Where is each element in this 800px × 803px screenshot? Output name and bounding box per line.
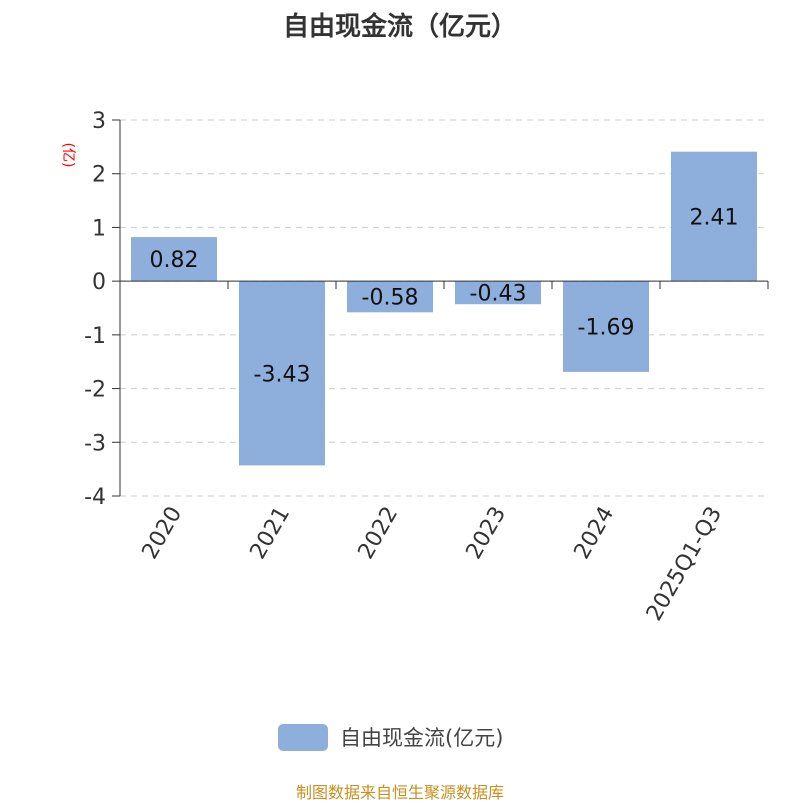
bar xyxy=(239,281,325,466)
x-tick-label: 2021 xyxy=(246,503,296,564)
x-tick-label: 2020 xyxy=(138,503,188,564)
y-tick-label: -4 xyxy=(84,485,106,510)
y-axis-label: (亿) xyxy=(60,143,76,168)
data-label: 2.41 xyxy=(690,205,739,230)
legend-swatch xyxy=(278,723,328,751)
data-source: 制图数据来自恒生聚源数据库 xyxy=(295,783,504,802)
y-tick-label: 0 xyxy=(92,270,106,295)
y-tick-label: -2 xyxy=(84,378,106,403)
x-tick-label: 2022 xyxy=(354,503,404,564)
chart-title: 自由现金流（亿元） xyxy=(282,12,517,42)
y-tick-label: 1 xyxy=(92,216,106,241)
bar xyxy=(131,237,217,282)
data-label: -3.43 xyxy=(254,362,311,387)
y-tick-label: 3 xyxy=(92,109,106,134)
y-tick-label: -1 xyxy=(84,324,106,349)
legend[interactable]: 自由现金流(亿元) xyxy=(278,722,503,752)
data-label: -0.43 xyxy=(470,282,527,307)
y-tick-label: -3 xyxy=(84,431,106,456)
y-tick-label: 2 xyxy=(92,163,106,188)
legend-label: 自由现金流(亿元) xyxy=(340,726,504,750)
bar xyxy=(563,281,649,372)
data-label: 0.82 xyxy=(150,248,199,273)
data-label: -1.69 xyxy=(578,316,635,341)
bar xyxy=(347,281,433,313)
bar xyxy=(455,281,541,305)
x-tick-label: 2024 xyxy=(570,503,620,564)
x-tick-label: 2023 xyxy=(462,503,512,564)
x-tick-label: 2025Q1-Q3 xyxy=(642,503,727,626)
bar xyxy=(671,151,757,282)
data-label: -0.58 xyxy=(362,286,419,311)
